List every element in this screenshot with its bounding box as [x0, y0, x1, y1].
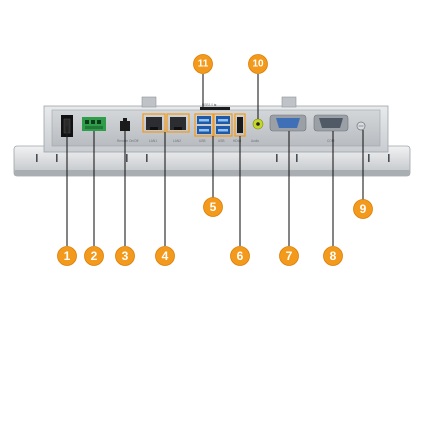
usb-stack-b: [213, 113, 233, 137]
leader-lines: [66, 74, 364, 246]
callout-5: 5: [203, 197, 223, 217]
mounting-tab-left: [141, 96, 157, 108]
audio-label: Audio: [251, 139, 259, 143]
callout-4: 4: [155, 246, 175, 266]
svg-text:9: 9: [360, 202, 367, 216]
lan2-label: LAN2: [173, 139, 181, 143]
svg-text:1: 1: [64, 249, 71, 263]
callout-2: 2: [84, 246, 104, 266]
callout-8: 8: [323, 246, 343, 266]
vga-port: [269, 114, 307, 132]
svg-text:11: 11: [198, 59, 209, 70]
svg-text:6: 6: [237, 249, 244, 263]
com-label: COM: [327, 139, 335, 143]
lan1-label: LAN1: [149, 139, 157, 143]
svg-text:5: 5: [210, 200, 217, 214]
usb-top-label-bar: [200, 107, 230, 110]
usb-stack-a: [194, 113, 214, 137]
usb-a-label: USB: [199, 139, 206, 143]
com-port: [313, 114, 349, 132]
svg-text:10: 10: [252, 59, 264, 70]
connectors: Remote On/Off LAN1 LAN2 USB3.0 ⇆: [61, 103, 366, 143]
callout-7: 7: [279, 246, 299, 266]
callouts: 1 2 3 4 5 6 7 8: [57, 54, 373, 266]
usb-b-label: USB: [218, 139, 225, 143]
svg-text:4: 4: [162, 249, 169, 263]
lan1-port: [142, 113, 166, 133]
svg-text:7: 7: [286, 249, 293, 263]
ground-screw: [356, 121, 366, 131]
callout-10: 10: [248, 54, 268, 74]
power-terminal-block: [82, 117, 106, 131]
callout-3: 3: [115, 246, 135, 266]
mounting-tab-right: [281, 96, 297, 108]
callout-1: 1: [57, 246, 77, 266]
svg-text:3: 3: [122, 249, 129, 263]
hdmi-label: HDMI: [233, 139, 241, 143]
svg-text:8: 8: [330, 249, 337, 263]
usb-top-label: USB3.0 ⇆: [202, 103, 217, 107]
remote-onoff-port: [120, 118, 130, 131]
callout-6: 6: [230, 246, 250, 266]
svg-text:2: 2: [91, 249, 98, 263]
lan2-port: [166, 113, 190, 133]
callout-9: 9: [353, 199, 373, 219]
remote-label: Remote On/Off: [117, 139, 138, 143]
callout-11: 11: [193, 54, 213, 74]
audio-jack: [252, 118, 264, 130]
bezel-shadow: [14, 170, 410, 176]
bezel-slots: [36, 154, 390, 162]
